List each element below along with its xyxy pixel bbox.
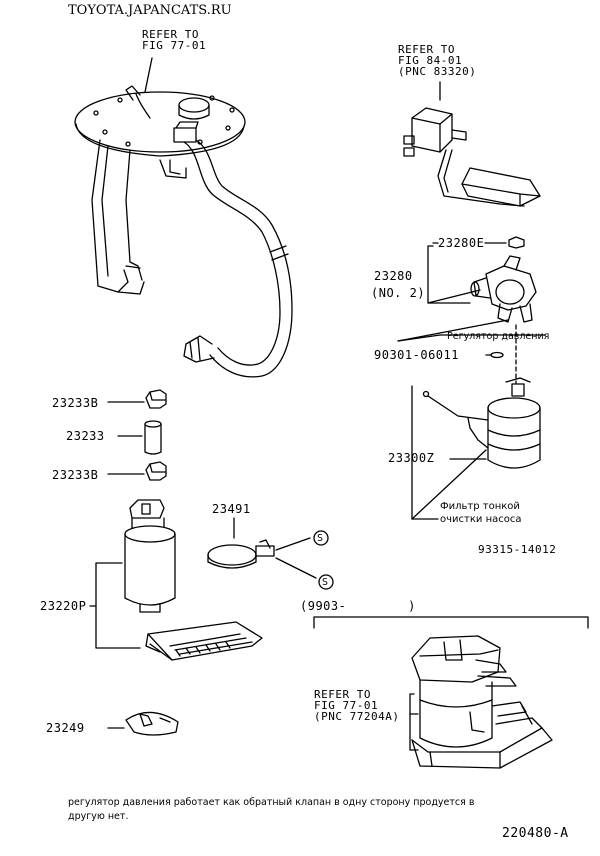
part-number-23300Z: 23300Z [388,451,435,465]
part-number-93315-14012: 93315-14012 [478,543,557,556]
s-symbol-upper: S [317,533,324,544]
part-number-23491: 23491 [212,502,251,516]
part-number-23233B-bottom: 23233B [52,468,99,482]
refer-fig77-bottom-line1: REFER TO [314,688,371,701]
footer-note-line1: регулятор давления работает как обратный… [68,797,475,808]
part-90301-drawing [486,325,516,390]
production-range: (9903- ) [300,599,416,613]
fuel-filter-drawing [412,378,540,519]
refer-fig77-bottom-line2: FIG 77-01 [314,699,379,712]
production-range-bracket [314,617,588,628]
pressure-regulator-drawing [398,246,545,341]
part-23280E-drawing [433,237,524,248]
part-number-23280E: 23280E [438,236,485,250]
fuel-tank-flange-drawing [75,58,292,377]
part-number-23233B-top: 23233B [52,396,99,410]
part-23233B-top-drawing [108,390,166,408]
figure-id: 220480-A [502,826,569,841]
part-number-23280-no2: (NO. 2) [371,286,426,300]
pump-module-drawing [410,636,552,768]
part-23233B-bottom-drawing [108,462,166,480]
refer-fig84-line1: REFER TO [398,43,455,56]
fuel-pump-drawing [90,500,262,660]
s-symbol-lower: S [322,577,329,588]
site-watermark: TOYOTA.JAPANCATS.RU [68,3,232,18]
filter-note-line1: Фильтр тонкой [440,501,520,512]
part-number-23280: 23280 [374,269,413,283]
part-number-90301-06011: 90301-06011 [374,348,459,362]
fuel-gauge-sender-drawing [404,82,540,206]
refer-fig77-bottom-line3: (PNC 77204A) [314,710,400,723]
part-23249-drawing [108,712,178,735]
part-number-23233: 23233 [66,429,105,443]
refer-fig84-line2: FIG 84-01 [398,54,463,67]
filter-note-line2: очистки насоса [440,514,522,525]
refer-fig84-line3: (PNC 83320) [398,65,477,78]
part-number-23220P: 23220P [40,599,87,613]
part-23491-drawing [208,518,333,589]
part-number-23249: 23249 [46,721,85,735]
refer-fig77-top-line1: REFER TO [142,28,199,41]
footer-note-line2: другую нет. [68,811,129,822]
part-23233-drawing [118,421,161,454]
regulator-note: Регулятор давления [447,331,550,342]
refer-fig77-top-line2: FIG 77-01 [142,39,207,52]
